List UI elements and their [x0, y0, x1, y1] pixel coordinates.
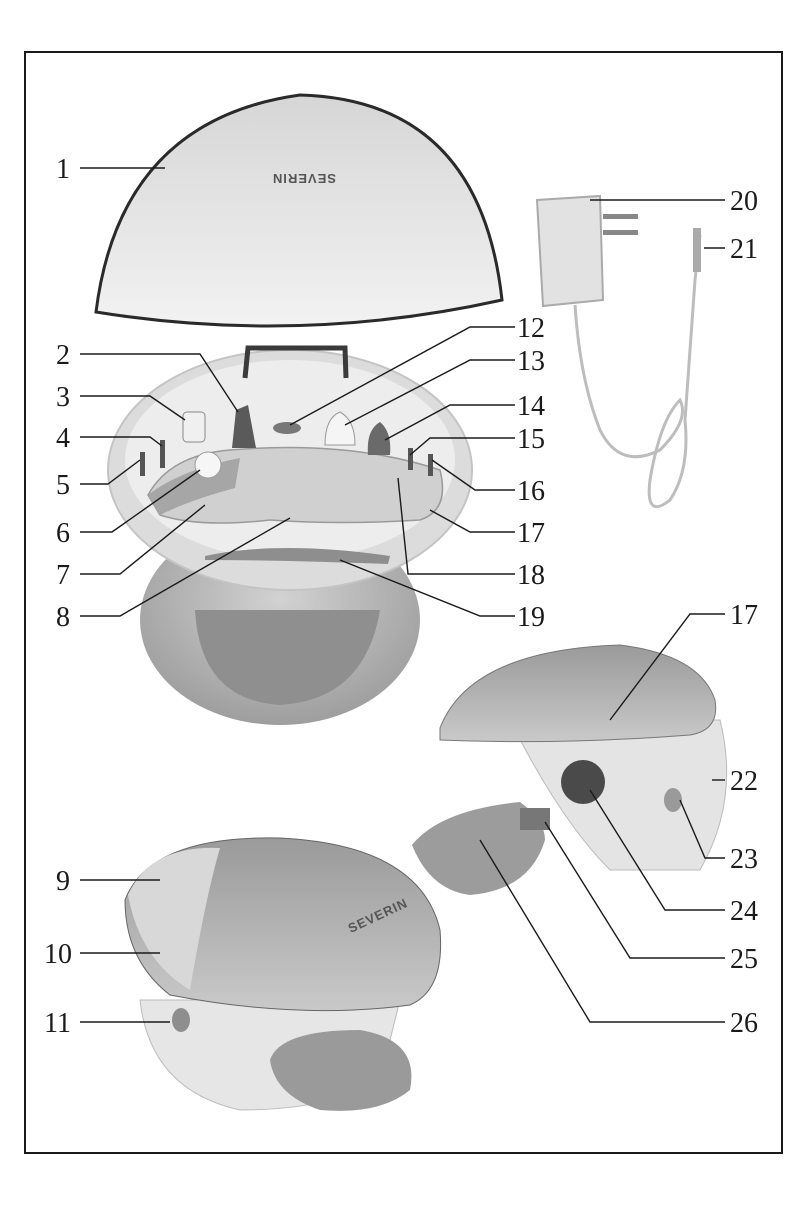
handpiece-button — [194, 451, 222, 479]
attachment-14 — [367, 422, 391, 455]
callout-6: 6 — [56, 518, 70, 549]
callout-17a: 17 — [517, 518, 545, 549]
callout-5: 5 — [56, 470, 70, 501]
attachment-16 — [428, 454, 433, 476]
callout-14: 14 — [517, 391, 545, 422]
attachment-13 — [324, 411, 356, 446]
callout-21: 21 — [730, 234, 758, 265]
callout-26: 26 — [730, 1008, 758, 1039]
callout-18: 18 — [517, 560, 545, 591]
release-25 — [520, 808, 550, 830]
attachment-2 — [232, 405, 256, 448]
switch-11 — [172, 1008, 190, 1032]
callout-11: 11 — [44, 1008, 71, 1039]
callout-22: 22 — [730, 766, 758, 797]
switch-23 — [664, 788, 682, 812]
callout-numbers: 1 2 3 4 5 6 7 8 9 10 11 12 13 14 15 16 1… — [44, 154, 758, 1039]
adapter-body — [535, 194, 605, 308]
callout-10: 10 — [44, 939, 72, 970]
power-adapter — [535, 194, 702, 509]
adapter-cable — [573, 234, 702, 509]
hand-rest-tray — [412, 802, 545, 895]
dc-plug — [693, 228, 701, 272]
attachment-15 — [408, 448, 413, 470]
callout-15: 15 — [517, 424, 545, 455]
cuticle-tool — [205, 548, 390, 564]
leader-lines — [80, 167, 725, 1023]
callout-1: 1 — [56, 154, 70, 185]
lid-logo: SEVERIN — [272, 171, 336, 186]
callout-23: 23 — [730, 844, 758, 875]
fan-grille — [561, 760, 605, 804]
attachment-3 — [182, 411, 206, 443]
callout-24: 24 — [730, 896, 758, 927]
callout-3: 3 — [56, 382, 70, 413]
hand-opening — [195, 610, 380, 705]
side-panel-9 — [128, 847, 220, 990]
callout-2: 2 — [56, 340, 70, 371]
callout-19: 19 — [517, 602, 545, 633]
callout-13: 13 — [517, 346, 545, 377]
dome-cover-side — [439, 644, 717, 743]
closed-unit-front: SEVERIN — [124, 837, 442, 1111]
attachment-12 — [273, 422, 301, 434]
callout-25: 25 — [730, 944, 758, 975]
callout-17b: 17 — [730, 600, 758, 631]
lid — [94, 93, 504, 328]
illustration-frame — [24, 51, 783, 1154]
callout-20: 20 — [730, 186, 758, 217]
callout-4: 4 — [56, 423, 70, 454]
callout-7: 7 — [56, 560, 70, 591]
adapter-plug-pins — [603, 214, 638, 219]
callout-9: 9 — [56, 866, 70, 897]
closed-unit-side — [412, 644, 728, 895]
callout-16: 16 — [517, 476, 545, 507]
attachment-4 — [160, 440, 165, 468]
attachment-5 — [140, 452, 145, 476]
callout-12: 12 — [517, 313, 545, 344]
hinge — [242, 345, 349, 379]
callout-8: 8 — [56, 602, 70, 633]
base-tray-front — [270, 1030, 412, 1111]
